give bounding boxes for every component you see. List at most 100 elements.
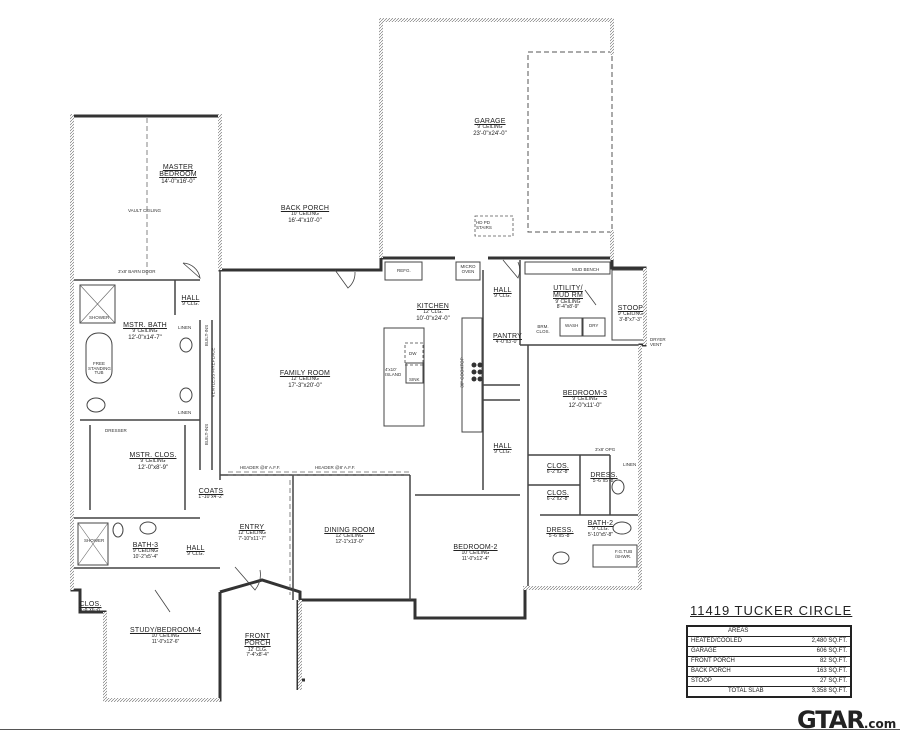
room-dress-a: DRESS. 5'-6"x5'-8": [589, 472, 619, 485]
garage-walls: [381, 18, 614, 260]
room-name: BEDROOM-2: [453, 544, 498, 551]
garage-stairs-label: HD PD STAIRS: [476, 220, 492, 230]
room-pantry: PANTRY 4'-0"x3'-0": [493, 333, 522, 346]
room-master-bath: MSTR. BATH 9' CEILING 12'-0"x14'-7": [120, 322, 170, 341]
room-dims: 17'-3"x20'-0": [288, 382, 322, 389]
header-label: HEADER @8' A.F.F.: [315, 465, 356, 470]
room-ceiling: 9' CEILING: [132, 548, 159, 555]
bottom-divider: [0, 729, 900, 730]
room-name: DINING ROOM: [324, 527, 375, 534]
room-family-room: FAMILY ROOM 12' CEILING 17'-3"x20'-0": [270, 370, 340, 389]
room-name: DRESS.: [590, 472, 618, 479]
room-dims: 12'-1"x13'-0": [335, 538, 364, 545]
room-name: BATH-3: [132, 542, 159, 549]
room-dims: 1'-10"x4'-2": [198, 494, 224, 501]
linen-label: LINEN: [623, 462, 637, 467]
room-ceiling: 9' CLG.: [187, 551, 204, 558]
room-ceiling: 12' CEILING: [335, 533, 364, 540]
room-name: FRONT PORCH: [244, 633, 271, 648]
room-ceiling: 9' CLG.: [592, 526, 609, 533]
room-front-porch: FRONT PORCH 12' CLG. 7'-4"x8'-4": [240, 633, 275, 658]
room-name: CLOS.: [79, 601, 102, 608]
room-name: BEDROOM-3: [562, 390, 608, 397]
room-name: HALL: [493, 443, 512, 450]
room-hall-1: HALL 9' CLG.: [178, 295, 203, 308]
shower-label: SHOWER: [89, 315, 110, 320]
washer-label: WASH: [565, 323, 579, 328]
tub-shower-label: F.G.TUB /SHWR.: [615, 549, 633, 559]
room-ceiling: 10' CEILING: [291, 211, 319, 218]
room-dims: 3'-8"x6'-8": [79, 607, 102, 614]
room-ceiling: 9' CLG.: [182, 301, 199, 308]
room-study-bedroom-4: STUDY/BEDROOM-4 10' CEILING 11'-0"x12'-6…: [128, 627, 203, 645]
room-dims: 11'-0"x12'-4": [461, 555, 490, 562]
room-ceiling: 9' CEILING: [572, 396, 598, 403]
sink-label: SINK: [409, 377, 420, 382]
opening-label: 3'x8' OPG: [595, 447, 616, 452]
cooktop-label: 30" COOKTOP: [459, 357, 465, 388]
linen-label: LINEN: [178, 410, 192, 415]
room-ceiling: 12' CLG.: [423, 309, 443, 316]
room-ceiling: 9' CLG.: [494, 293, 511, 300]
room-back-porch: BACK PORCH 10' CEILING 16'-4"x10'-0": [270, 205, 340, 224]
exterior-walls: [72, 114, 383, 272]
room-entry: ENTRY 12' CEILING 7'-10"x11'-7": [232, 524, 272, 542]
room-name: MSTR. CLOS.: [129, 452, 177, 459]
tub-label: FREE STANDING TUB: [88, 361, 111, 375]
room-name: HALL: [186, 545, 205, 552]
dresser-label: DRESSER: [105, 428, 127, 433]
room-utility: UTILITY/ MUD RM 9' CEILING 8'-4"x8'-9": [548, 285, 588, 310]
room-ceiling: 9' CLG.: [494, 449, 511, 456]
room-name: GARAGE: [474, 118, 506, 125]
room-hall-4: HALL 9' CLG.: [183, 545, 208, 558]
room-name: PANTRY: [493, 333, 522, 340]
broom-closet-label: BRM. CLOS.: [536, 324, 550, 334]
barn-door-label: 3'x8' BARN DOOR: [118, 269, 156, 274]
room-hall-3: HALL 9' CLG.: [490, 443, 515, 456]
built-ins-label: BUILT-INS: [204, 324, 210, 347]
room-bedroom-3: BEDROOM-3 9' CEILING 12'-0"x11'-0": [560, 390, 610, 409]
room-garage: GARAGE 9' CEILING 23'-0"x24'-0": [460, 118, 520, 137]
room-dims: 3'-8"x7'-3": [619, 316, 642, 323]
room-dims: 5'-6"x5'-8": [548, 533, 572, 540]
room-name: STOOP: [617, 305, 644, 312]
room-ceiling: 12' CLG.: [247, 646, 268, 653]
room-dims: 23'-0"x24'-0": [473, 130, 507, 137]
room-name: ENTRY: [239, 524, 265, 531]
room-closet-b: CLOS. 6'-2"x2'-8": [543, 490, 573, 503]
room-master-closet: MSTR. CLOS. 9' CEILING 12'-0"x8'-9": [128, 452, 178, 471]
room-dims: 6'-2"x2'-8": [546, 496, 570, 503]
room-coats: COATS 1'-10"x4'-2": [197, 488, 225, 501]
dryer-vent-label: DRYER VENT: [650, 337, 666, 347]
header-label: HEADER @8' A.F.F.: [240, 465, 281, 470]
room-stoop: STOOP 9' CEILING 3'-8"x7'-3": [613, 305, 648, 323]
room-name: BACK PORCH: [280, 205, 330, 212]
room-ceiling: 9' CEILING: [140, 458, 166, 465]
room-dims: 12'-0"x11'-0": [568, 402, 602, 409]
room-dims: 10'-0"x24'-0": [416, 315, 450, 322]
room-name: COATS: [198, 488, 224, 495]
room-name: STUDY/BEDROOM-4: [129, 627, 202, 634]
room-dims: 11'-0"x12'-6": [151, 638, 180, 645]
shower-label: SHOWER: [84, 538, 105, 543]
island-label: 4'x10' ISLAND: [385, 367, 402, 377]
room-dims: 12'-0"x14'-7": [128, 334, 162, 341]
room-dims: 8'-4"x8'-9": [556, 303, 580, 310]
room-ceiling: 12' CEILING: [238, 530, 266, 537]
room-dims: 7'-4"x8'-4": [246, 651, 269, 658]
room-dining-room: DINING ROOM 12' CEILING 12'-1"x13'-0": [322, 527, 377, 545]
room-dims: 16'-4"x10'-0": [288, 217, 322, 224]
micro-oven-label: MICRO OVEN: [460, 264, 476, 274]
room-ceiling: 10' CEILING: [461, 550, 490, 557]
built-ins-label: BUILT-INS: [204, 423, 210, 446]
room-ceiling: 9' CEILING: [617, 311, 644, 318]
room-bath-2: BATH-2 9' CLG. 5'-10"x5'-8": [583, 520, 618, 538]
room-closet-c: CLOS. 3'-8"x6'-8": [78, 601, 103, 614]
room-ceiling: 9' CEILING: [555, 298, 581, 305]
room-bedroom-2: BEDROOM-2 10' CEILING 11'-0"x12'-4": [448, 544, 503, 562]
room-name: UTILITY/ MUD RM: [553, 285, 583, 300]
